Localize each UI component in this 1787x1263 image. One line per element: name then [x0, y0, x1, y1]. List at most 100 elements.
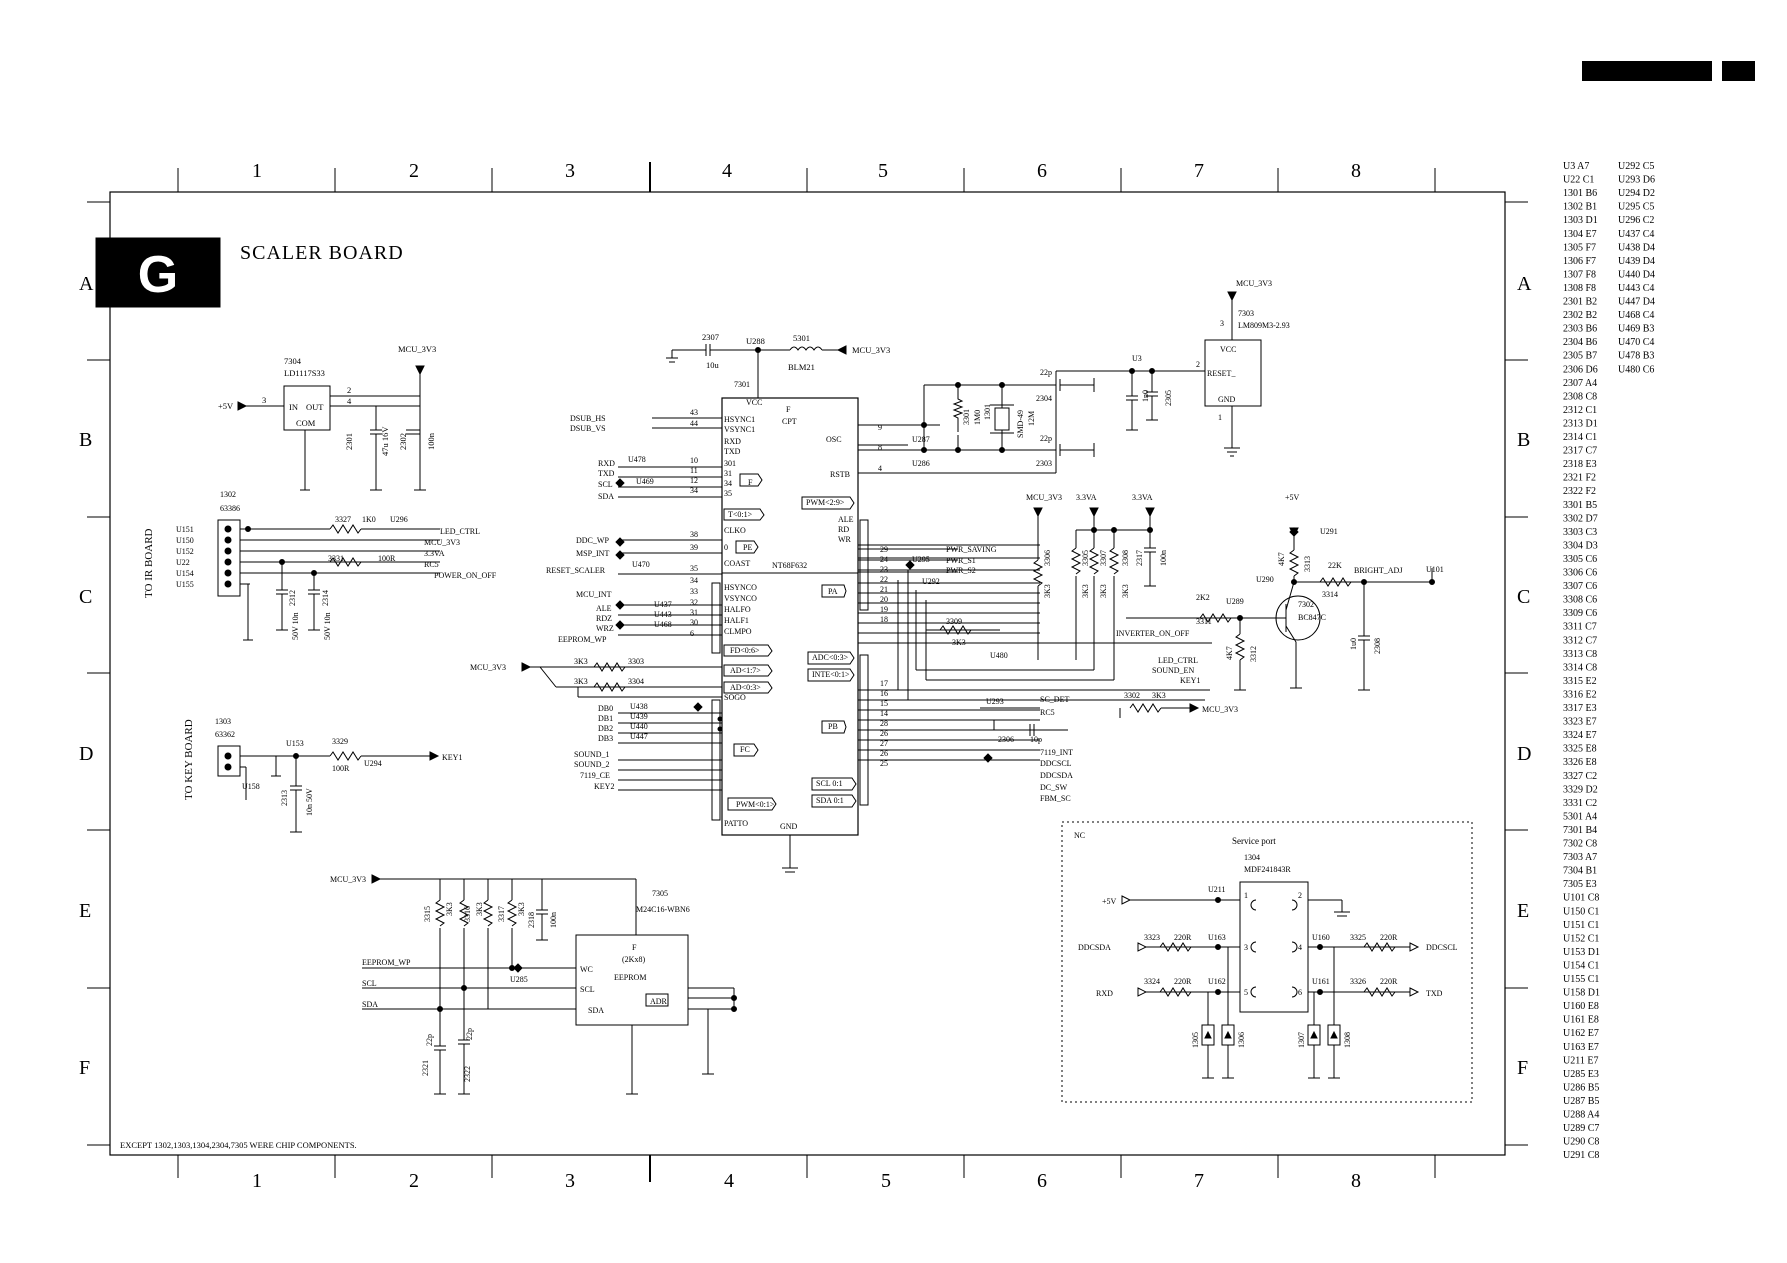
xref-entry: 2317 C7 — [1563, 446, 1597, 457]
pin-number: 4 — [1298, 943, 1302, 952]
xref-entry: U295 C5 — [1618, 202, 1654, 213]
ref-label: 7303 — [1238, 309, 1254, 318]
xref-entry: U286 B5 — [1563, 1082, 1599, 1093]
ref-label: 3311 — [1196, 617, 1212, 626]
ref-label: 2317 — [1135, 550, 1144, 566]
xref-entry: 2306 D6 — [1563, 364, 1598, 375]
ref-label: 1308 — [1343, 1032, 1352, 1048]
xref-entry: U101 C8 — [1563, 893, 1599, 904]
ref-label: 7301 — [734, 380, 750, 389]
xref-entry: U154 C1 — [1563, 960, 1599, 971]
xref-entry: U163 E7 — [1563, 1042, 1599, 1053]
u-label: U293 — [986, 697, 1004, 706]
net-label: SC_DET — [1040, 695, 1069, 704]
xref-entry: 3326 E8 — [1563, 757, 1597, 768]
ref-label: 3314 — [1322, 590, 1338, 599]
col-label: 7 — [1194, 1170, 1204, 1192]
net-label: DB2 — [598, 724, 613, 733]
pin-number: 21 — [880, 585, 888, 594]
ref-label: 7305 — [652, 889, 668, 898]
pin-number: 2 — [347, 385, 351, 395]
bus-label: F — [748, 478, 753, 487]
pin-number: 20 — [880, 595, 888, 604]
ref-label: 3306 — [1043, 550, 1052, 566]
xref-entry: U153 D1 — [1563, 947, 1600, 958]
u-label: U296 — [390, 515, 408, 524]
net-label: +5V — [218, 401, 234, 411]
misc-resistors — [593, 478, 723, 732]
value-label: 22p — [425, 1034, 434, 1046]
pin-number: 26 — [880, 749, 888, 758]
pin-label: HALFO — [724, 605, 751, 614]
net-label: LED_CTRL — [440, 527, 480, 536]
net-label: 7119_INT — [1040, 748, 1073, 757]
value-label: 3K3 — [1081, 584, 1090, 598]
xref-entry: 3325 E8 — [1563, 744, 1597, 755]
xref-entry: 3316 E2 — [1563, 689, 1597, 700]
pin-number: 2 — [1298, 891, 1302, 900]
reset-7303 — [1126, 291, 1262, 457]
row-label: D — [79, 743, 93, 765]
pin-label: RXD — [724, 437, 741, 446]
xref-entry: U296 C2 — [1618, 215, 1654, 226]
u-label: U478 — [628, 455, 646, 464]
pin-label: IN — [289, 402, 298, 412]
part-label: LD1117S33 — [284, 368, 325, 378]
bus-label: PB — [828, 722, 838, 731]
pin-number: 3 — [262, 395, 266, 405]
pin-label: CLKO — [724, 526, 746, 535]
net-label: RC5 — [424, 560, 439, 569]
value-label: 10p — [1030, 735, 1042, 744]
value-label: 1M0 — [973, 410, 982, 425]
sheet-title: SCALER BOARD — [240, 242, 404, 264]
value-label: 3K3 — [574, 677, 588, 686]
bus-label: PATTO — [724, 819, 748, 828]
net-label: RDZ — [596, 614, 612, 623]
u-label: U438 — [630, 702, 648, 711]
ref-label: 3324 — [1144, 977, 1160, 986]
xref-entry: 2302 B2 — [1563, 310, 1597, 321]
u-label: U3 — [1132, 354, 1142, 363]
net-label: SOUND_1 — [574, 750, 610, 759]
pin-number: 3 — [1244, 943, 1248, 952]
connector-label: TO KEY BOARD — [183, 719, 195, 800]
ref-label: 3326 — [1350, 977, 1366, 986]
xref-entry: 7303 A7 — [1563, 852, 1597, 863]
ref-label: 2304 — [1036, 394, 1052, 403]
header-block-long — [1582, 61, 1712, 81]
net-label: INVERTER_ON_OFF — [1116, 629, 1190, 638]
pin-label: VCC — [746, 398, 762, 407]
ref-label: 3305 — [1081, 550, 1090, 566]
pin-label: VSYNC1 — [724, 425, 755, 434]
xref-entry: 1301 B6 — [1563, 188, 1597, 199]
pin-number: 8 — [878, 443, 882, 452]
ref-label: 5301 — [793, 333, 810, 343]
xref-entry: 3305 C6 — [1563, 554, 1597, 565]
xref-entry: 2322 F2 — [1563, 486, 1596, 497]
u-label: U151 — [176, 525, 194, 534]
net-label: RXD — [598, 459, 615, 468]
connector-label: TO IR BOARD — [143, 528, 155, 598]
net-label: MCU_INT — [576, 590, 612, 599]
value-label: 1u0 — [1349, 638, 1358, 650]
pin-label: 301 — [724, 459, 736, 468]
ref-label: 2305 — [1164, 390, 1173, 406]
pin-number: 19 — [880, 605, 888, 614]
bead-5301 — [666, 344, 847, 398]
pin-label: RESET_ — [1207, 369, 1236, 378]
pin-number: 4 — [878, 464, 882, 473]
xref-entry: U152 C1 — [1563, 933, 1599, 944]
xref-entry: U294 D2 — [1618, 188, 1655, 199]
xref-entry: U480 C6 — [1618, 364, 1654, 375]
u-label: U285 — [510, 975, 528, 984]
u-label: U469 — [636, 477, 654, 486]
net-label: 3.3VA — [424, 549, 445, 558]
u-label: U154 — [176, 569, 194, 578]
xref-entry: 3331 C2 — [1563, 798, 1597, 809]
u-label: U158 — [242, 782, 260, 791]
col-label: 8 — [1351, 160, 1361, 182]
net-label: WRZ — [596, 624, 614, 633]
value-label: 100n — [1159, 550, 1168, 566]
